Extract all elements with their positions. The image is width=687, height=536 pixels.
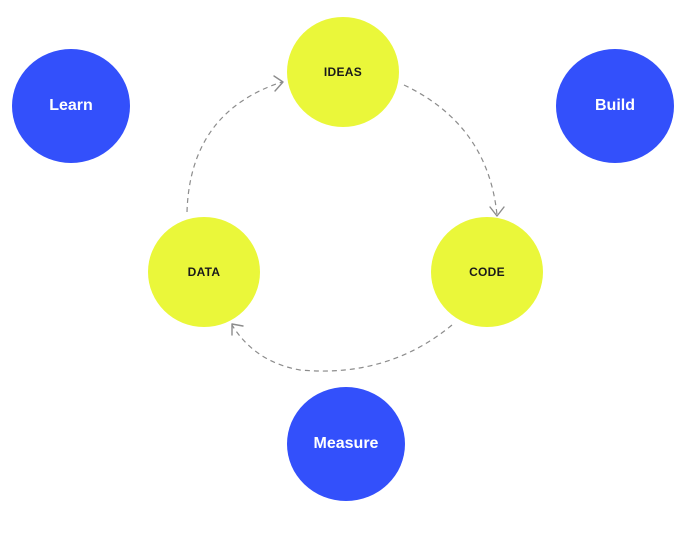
arrow-code-to-data: [231, 324, 453, 372]
data-node: DATA: [148, 217, 260, 327]
build-label: Build: [595, 97, 635, 114]
code-node: CODE: [431, 217, 543, 327]
arrow-ideas-to-code: [403, 84, 498, 216]
measure-node: Measure: [287, 387, 405, 501]
measure-label: Measure: [313, 435, 379, 452]
learn-label: Learn: [49, 97, 93, 114]
arrow-data-to-ideas: [186, 81, 283, 213]
data-label: DATA: [187, 265, 221, 279]
build-node: Build: [556, 49, 674, 163]
code-label: CODE: [469, 265, 505, 279]
arrowhead-at-data: [231, 323, 244, 336]
learn-node: Learn: [12, 49, 130, 163]
ideas-label: IDEAS: [323, 65, 363, 79]
arrowhead-at-ideas: [273, 75, 284, 92]
arrowhead-at-code: [489, 206, 505, 217]
ideas-node: IDEAS: [287, 17, 399, 127]
